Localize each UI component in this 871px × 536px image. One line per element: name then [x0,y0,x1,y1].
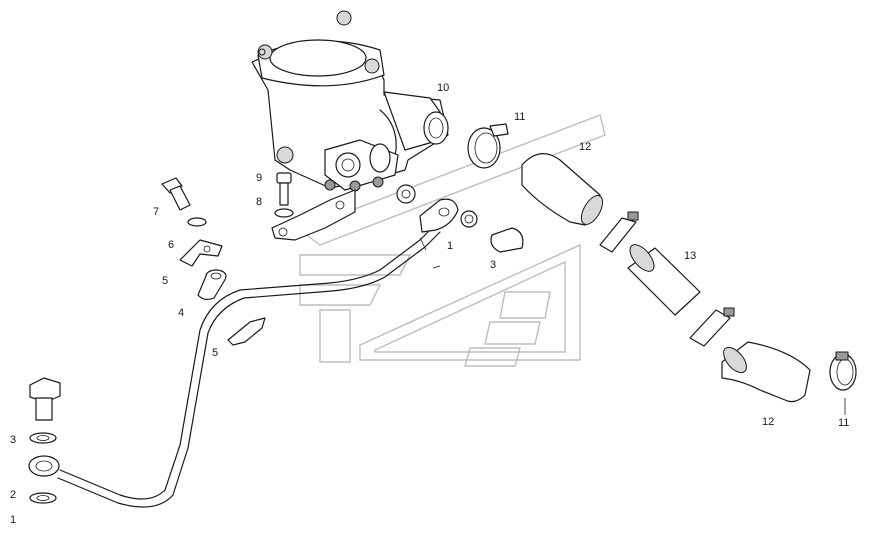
callout-6: 6 [168,239,174,251]
clamp-small-lower [689,307,735,347]
fuel-pipe [57,198,459,508]
bracket-6 [179,239,223,267]
callout-13: 13 [684,250,696,262]
callout-11-upper: 11 [514,111,525,123]
callout-11-lower: 11 [838,417,849,429]
callout-5-lower: 5 [212,347,218,359]
callout-1-upper: 1 [447,240,453,252]
clamp-11-lower [829,351,857,391]
hose-12-upper [521,153,604,226]
callout-3-lower: 3 [10,434,16,446]
clamp-11-upper [467,123,509,169]
clamp-small-upper [599,211,639,253]
outlet-washers [396,184,524,253]
filter-housing [251,10,449,241]
callout-labels: 1 2 3 4 5 5 6 7 8 9 10 11 11 12 12 13 1 … [10,82,849,526]
bolt-9 [274,172,294,218]
callout-7: 7 [153,206,159,218]
callout-8: 8 [256,196,262,208]
hose-13 [627,244,701,316]
callout-5-left: 5 [162,275,168,287]
hose-12-lower [721,341,811,403]
leader-lines [419,237,846,415]
callout-10: 10 [437,82,449,94]
banjo-bolt [28,377,61,504]
callout-12-upper: 12 [579,141,591,153]
bolt-7 [161,177,207,227]
clamp-5-lower [227,317,266,346]
callout-1-lower: 1 [10,514,16,526]
callout-12-lower: 12 [762,416,774,428]
bushing-4 [197,269,227,301]
callout-9: 9 [256,172,262,184]
callout-3-upper: 3 [490,259,496,271]
callout-2: 2 [10,489,16,501]
callout-4: 4 [178,307,184,319]
